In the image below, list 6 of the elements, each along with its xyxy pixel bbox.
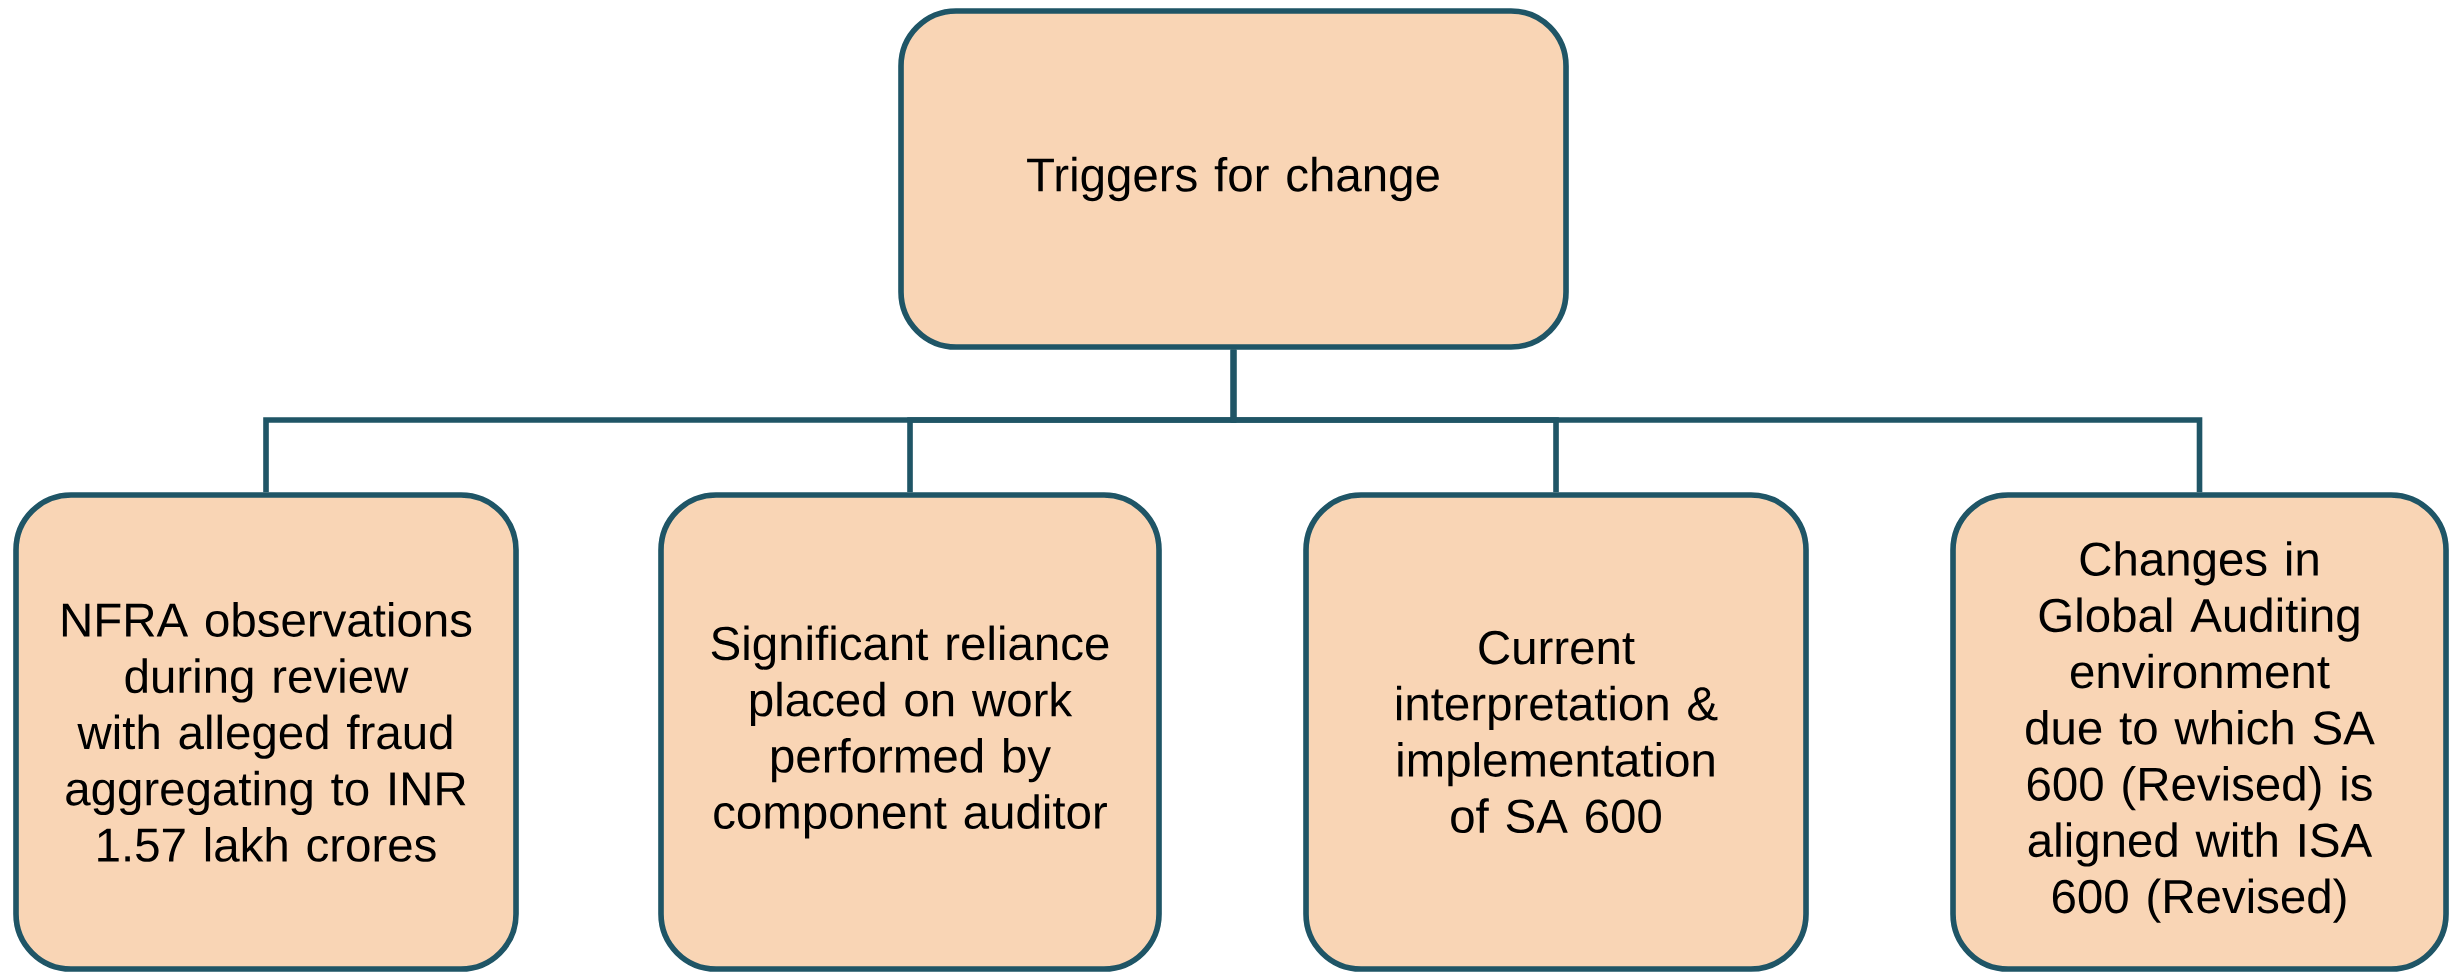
process-box: Triggers for change bbox=[898, 8, 1569, 350]
connector-line bbox=[1230, 349, 2203, 493]
process-box: Significant reliance placed on work performed by component auditor bbox=[658, 492, 1162, 972]
process-box: Changes in Global Auditing environment due to which SA 600 (Revised) is aligned with ISA 600 (Revised) bbox=[1950, 492, 2449, 972]
process-box: NFRA observations during review with alleged fraud aggregating to INR 1.57 lakh crores bbox=[13, 492, 519, 972]
process-box: Current interpretation & implementation of SA 600 bbox=[1303, 492, 1809, 972]
